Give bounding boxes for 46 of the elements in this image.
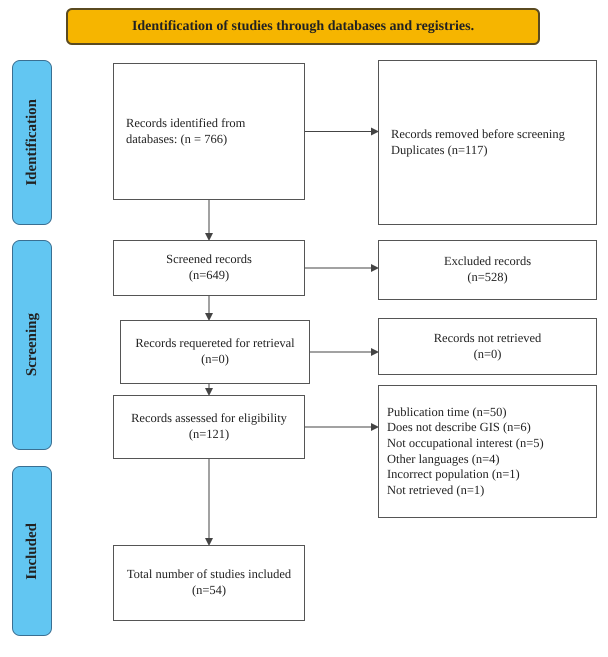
box-text: (n=649)	[188, 268, 230, 284]
phase-label: Screening	[22, 313, 41, 377]
box-text: Not retrieved (n=1)	[387, 482, 486, 498]
arrow	[304, 423, 379, 431]
process-box	[378, 60, 597, 225]
title-banner	[66, 8, 540, 45]
box-text: Screened records	[166, 252, 252, 268]
process-box	[378, 318, 597, 375]
box-text: Incorrect population (n=1)	[387, 467, 521, 483]
box-text: Records not retrieved	[434, 330, 542, 346]
process-box	[113, 240, 305, 296]
phase-label: Included	[22, 522, 41, 580]
box-text: (n=528)	[467, 270, 508, 286]
box-text: Records assessed for eligibility	[131, 411, 287, 427]
box-text: (n=121)	[188, 427, 230, 443]
arrow	[304, 128, 379, 136]
box-text: Other languages (n=4)	[387, 452, 501, 468]
arrow	[304, 264, 379, 272]
box-text: Not occupational interest (n=5)	[387, 436, 545, 452]
box-text: Excluded records	[444, 254, 532, 270]
process-box	[378, 385, 597, 518]
arrow	[205, 384, 213, 396]
box-text: Does not describe GIS (n=6)	[387, 420, 532, 436]
title-text: Identification of studies through databases and registries.	[132, 18, 474, 36]
arrow	[310, 348, 379, 356]
box-text: Duplicates (n=117)	[391, 142, 488, 158]
arrow	[205, 296, 213, 321]
process-box	[113, 63, 305, 200]
phase-label: Identification	[22, 99, 41, 186]
arrow	[205, 200, 213, 241]
process-box	[378, 240, 597, 300]
box-text: Records identified from databases: (n = 766)	[126, 116, 246, 148]
phase-label-bar	[12, 466, 52, 636]
arrow	[205, 458, 213, 546]
box-text: Records requereted for retrieval	[135, 336, 295, 352]
process-box	[120, 320, 310, 384]
box-text: Records removed before screening	[391, 126, 566, 142]
phase-label-bar	[12, 240, 52, 450]
box-text: (n=54)	[192, 583, 226, 599]
box-text: (n=0)	[201, 352, 229, 368]
process-box	[113, 395, 305, 459]
box-text: Publication time (n=50)	[387, 404, 508, 420]
box-text: Total number of studies included	[126, 567, 292, 583]
process-box	[113, 545, 305, 621]
box-text: (n=0)	[474, 346, 502, 362]
phase-label-bar	[12, 60, 52, 225]
